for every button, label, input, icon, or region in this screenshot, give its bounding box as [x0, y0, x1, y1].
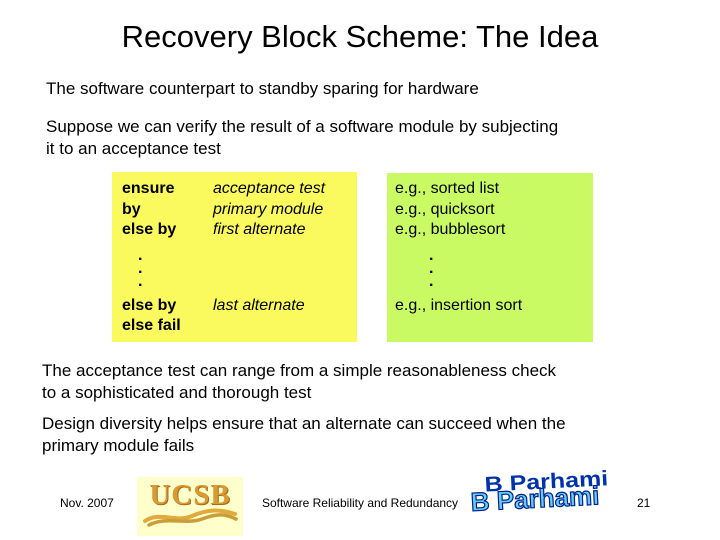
paragraph-acceptance-test-intro: Suppose we can verify the result of a so…: [46, 117, 559, 158]
footer-course-title: Software Reliability and Redundancy: [261, 496, 459, 510]
pseudocode-keyword: ensure: [122, 180, 175, 197]
example-item: e.g., insertion sort: [395, 296, 523, 314]
pseudocode-operand: last alternate: [213, 296, 305, 314]
ucsb-wave-icon: [143, 508, 238, 527]
recovery-block-pseudocode-box: ensure acceptance test by primary module…: [112, 172, 357, 342]
footer-date: Nov. 2007: [60, 496, 114, 510]
examples-box: e.g., sorted list e.g., quicksort e.g., …: [387, 173, 593, 342]
vertical-ellipsis: . . .: [138, 246, 143, 290]
example-item: e.g., bubblesort: [395, 221, 506, 238]
parhami-logo: B Parhami B Parhami: [469, 467, 608, 534]
pseudocode-operand: first alternate: [213, 221, 306, 238]
pseudocode-keyword: else by: [122, 296, 177, 314]
pseudocode-row: else by first alternate: [122, 220, 357, 241]
page-number: 21: [637, 496, 651, 510]
paragraph-standby-sparing: The software counterpart to standby spar…: [46, 79, 479, 98]
pseudocode-operand: acceptance test: [213, 180, 326, 197]
example-item: e.g., sorted list: [395, 180, 500, 197]
pseudocode-row: ensure acceptance test: [122, 179, 357, 200]
ucsb-logo: UCSB: [137, 477, 243, 536]
parhami-logo-text: B Parhami: [469, 480, 601, 518]
pseudocode-keyword: else by: [122, 221, 177, 238]
pseudocode-row: else fail: [122, 316, 357, 337]
pseudocode-row: by primary module: [122, 200, 357, 221]
paragraph-acceptance-test-range: The acceptance test can range from a sim…: [42, 361, 557, 402]
page-title: Recovery Block Scheme: The Idea: [121, 19, 599, 54]
pseudocode-operand: primary module: [213, 200, 324, 218]
example-item: e.g., quicksort: [395, 200, 495, 218]
pseudocode-keyword: else fail: [122, 317, 181, 334]
pseudocode-row: else by last alternate: [122, 296, 357, 317]
vertical-ellipsis: . . .: [429, 246, 434, 290]
ucsb-logo-text: UCSB: [149, 479, 231, 511]
paragraph-design-diversity: Design diversity helps ensure that an al…: [42, 414, 566, 455]
pseudocode-keyword: by: [122, 200, 141, 218]
